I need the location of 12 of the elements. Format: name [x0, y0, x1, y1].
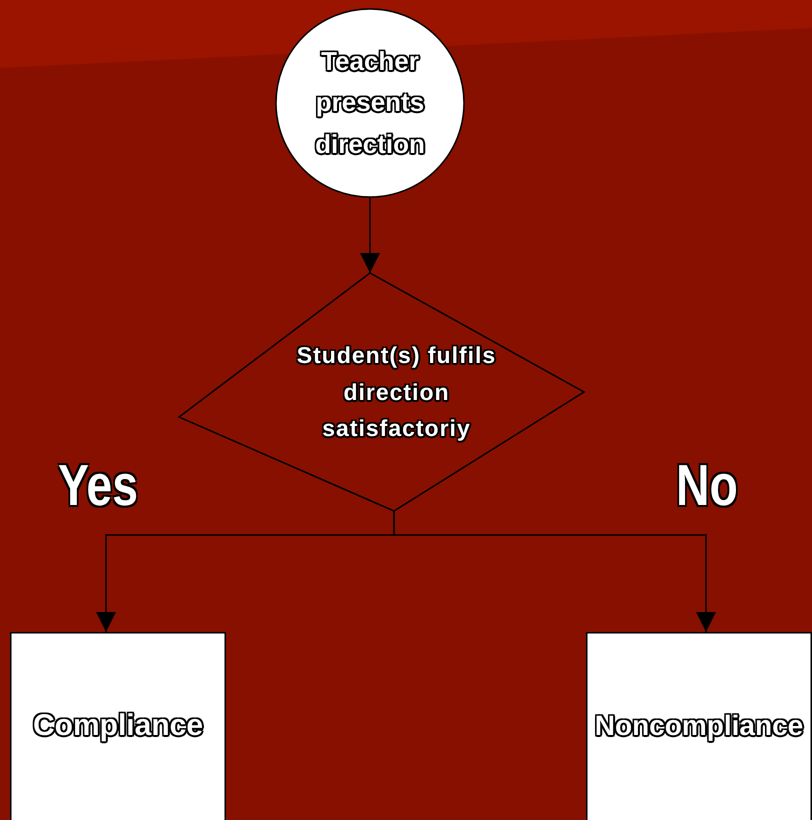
process-box [586, 632, 812, 820]
node-text: Student(s) fulfils direction satisfactoriy [296, 340, 496, 444]
node-text: Compliance [32, 708, 204, 746]
arrow [360, 198, 380, 273]
edge-label: Yes [58, 452, 138, 519]
decision-diamond [178, 272, 585, 512]
node-text: Teacher presents direction [314, 44, 426, 161]
edge-label: No [676, 452, 738, 519]
start-circle [275, 8, 465, 198]
arrow [393, 511, 716, 632]
process-box [10, 632, 226, 820]
node-text: Noncompliance [594, 708, 804, 745]
